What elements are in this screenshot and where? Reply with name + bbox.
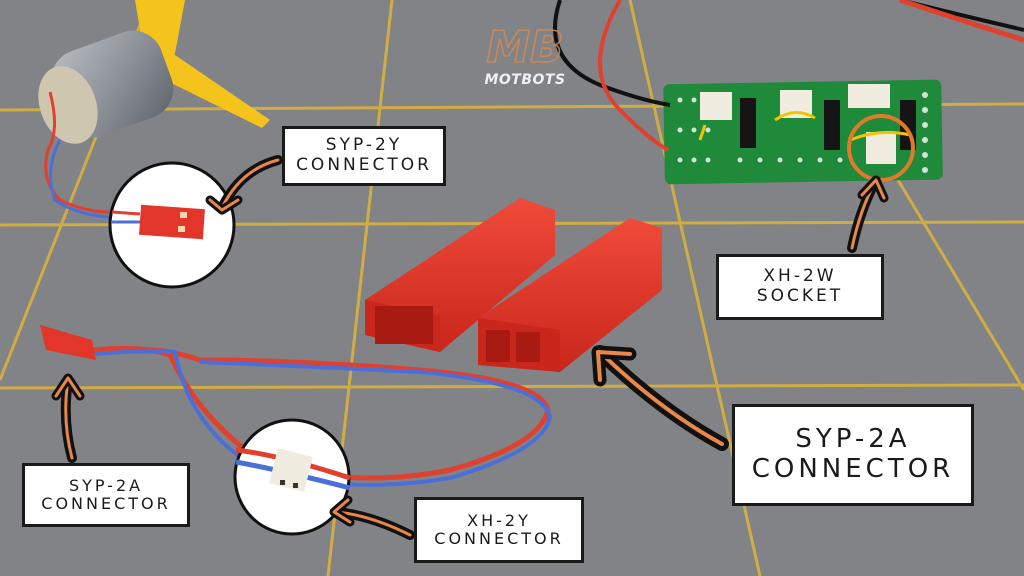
label-syp-2y-connector: SYP-2Y CONNECTOR — [282, 126, 446, 186]
arrow-to-syp-2a-cable-end — [51, 373, 85, 463]
syp-2a-housings — [365, 198, 662, 372]
xh-2y-zoom-circle — [233, 418, 351, 536]
label-line1: XH-2W — [763, 266, 837, 287]
label-xh-2w-socket: XH-2W SOCKET — [716, 254, 884, 320]
motbots-logo: MB MOTBOTS — [470, 22, 580, 94]
logo-mark: MB — [486, 22, 565, 73]
label-line1: SYP-2A — [68, 475, 144, 495]
label-line1: SYP-2A — [795, 424, 911, 455]
label-line2: SOCKET — [756, 286, 844, 306]
label-xh-2y-connector: XH-2Y CONNECTOR — [414, 497, 584, 563]
pcb-board — [663, 79, 943, 185]
arrow-to-syp-2y — [205, 155, 283, 215]
logo-name: MOTBOTS — [484, 72, 566, 88]
label-syp-2a-connector-large: SYP-2A CONNECTOR — [732, 404, 974, 506]
label-line1: XH-2Y — [467, 510, 531, 530]
syp-2y-zoom-circle — [108, 161, 236, 289]
xh-2w-socket — [866, 132, 896, 164]
label-line1: SYP-2Y — [325, 135, 403, 156]
twisted-pair-cable — [40, 325, 553, 487]
label-line2: CONNECTOR — [41, 494, 171, 513]
annotation-arrows — [51, 155, 889, 540]
label-syp-2a-connector-small: SYP-2A CONNECTOR — [22, 463, 190, 527]
dc-motor — [38, 0, 270, 220]
socket-highlight-circle — [847, 114, 915, 182]
label-line2: CONNECTOR — [751, 454, 955, 484]
label-line2: CONNECTOR — [296, 155, 432, 175]
arrow-to-syp-2a-housing — [591, 345, 729, 451]
arrow-to-xh-2y — [329, 495, 415, 540]
arrow-to-xh-2w — [847, 175, 889, 253]
label-line2: CONNECTOR — [434, 529, 564, 548]
